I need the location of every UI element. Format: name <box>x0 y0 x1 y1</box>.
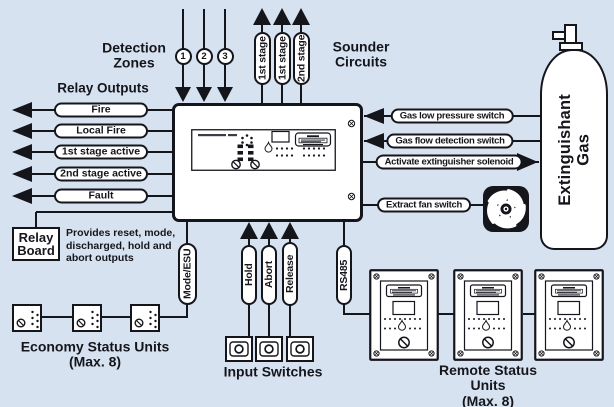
panel-flame-icon <box>264 140 273 153</box>
input-switch-box-hold <box>225 336 253 362</box>
economy-status-units-heading: Economy Status Units (Max. 8) <box>20 338 170 370</box>
abort-arrow <box>260 222 278 239</box>
economy-status-unit-2 <box>72 304 102 332</box>
solenoid-arrow <box>517 153 538 171</box>
sounder-arrow-1 <box>253 8 271 25</box>
panel-zone-leds <box>275 147 326 157</box>
rsu-connector-2 <box>523 312 535 316</box>
relay-board-box: Relay Board <box>12 227 60 261</box>
corner-screw-icons <box>373 273 435 357</box>
extract-fan-icon <box>483 186 529 232</box>
zone-circle-1: 1 <box>174 47 192 65</box>
detection-arrow-1 <box>175 87 191 102</box>
economy-status-unit-3 <box>130 304 160 332</box>
panel-screw-top-icon <box>347 119 356 128</box>
gas-flow-pill: Gas flow detection switch <box>386 133 514 149</box>
release-pill: Release <box>282 242 298 306</box>
sounder-pill-2: 1st stage <box>273 32 291 85</box>
abort-pill: Abort <box>261 245 277 305</box>
panel-keyswitch-icons <box>231 159 260 170</box>
relay-arrow-fault <box>12 188 32 204</box>
relay-outputs-heading: Relay Outputs <box>57 80 149 96</box>
esu-connector-1 <box>41 315 73 319</box>
rs485-pill: RS485 <box>336 245 352 305</box>
detection-arrow-3 <box>217 87 233 102</box>
hold-pill: Hold <box>241 245 257 305</box>
sounder-arrow-2 <box>273 8 291 25</box>
rs485-line-h <box>343 312 370 316</box>
esu-connector-2 <box>101 315 131 319</box>
input-switches-heading: Input Switches <box>223 363 323 380</box>
release-arrow <box>281 222 299 239</box>
gas-flow-arrow <box>364 133 384 149</box>
relay-pill-2nd-stage-active: 2nd stage active <box>54 166 148 182</box>
zone-number: 3 <box>222 50 228 62</box>
sounder-pill-1: 1st stage <box>253 32 271 85</box>
sounder-pill-3: 2nd stage <box>292 32 310 85</box>
remote-status-unit-3 <box>534 269 604 361</box>
solenoid-pill: Activate extinguisher solenoid <box>375 154 523 170</box>
input-switch-box-release <box>286 336 314 362</box>
relay-arrow-local-fire <box>12 123 32 139</box>
gas-cylinder-label: Extinguishant Gas <box>555 93 592 206</box>
gas-cylinder: Extinguishant Gas <box>540 49 608 250</box>
input-switch-box-abort <box>255 336 283 362</box>
panel-label-plate <box>294 132 332 147</box>
sounder-arrow-3 <box>292 8 310 25</box>
panel-fascia <box>191 129 336 171</box>
cylinder-valve-arm <box>552 31 566 40</box>
zone-number: 1 <box>180 50 186 62</box>
unit-label-plate <box>385 284 423 298</box>
remote-status-units-heading: Remote Status Units (Max. 8) <box>438 361 538 407</box>
remote-status-unit-2 <box>453 269 523 361</box>
panel-led-cluster <box>237 134 254 162</box>
mode-esu-pill: Mode/ESU <box>177 243 197 305</box>
relay-pill-fire: Fire <box>54 102 148 118</box>
remote-status-unit-1 <box>369 269 439 361</box>
relay-pill-1st-stage-active: 1st stage active <box>54 144 148 160</box>
zone-circle-3: 3 <box>216 47 234 65</box>
relay-arrow-2nd-stage <box>12 166 32 182</box>
relay-board-line-h <box>36 210 173 214</box>
detection-arrow-2 <box>196 87 212 102</box>
hold-arrow <box>240 222 258 239</box>
zone-number: 2 <box>201 50 207 62</box>
rsu-connector-1 <box>437 312 454 316</box>
unit-leds <box>384 318 421 330</box>
gas-low-pressure-pill: Gas low pressure switch <box>390 108 514 124</box>
panel-brand-text-bar <box>198 134 226 137</box>
sounder-circuits-heading: Sounder Circuits <box>332 38 390 70</box>
panel-display-window <box>271 130 290 143</box>
relay-board-line-v <box>34 212 38 228</box>
unit-display-window <box>392 300 416 316</box>
relay-pill-fault: Fault <box>54 188 148 204</box>
relay-pill-local-fire: Local Fire <box>54 123 148 139</box>
relay-arrow-1st-stage <box>12 144 32 160</box>
mode-esu-line-h <box>160 315 187 319</box>
panel-screw-bottom-icon <box>347 192 356 201</box>
relay-board-description: Provides reset, mode, discharged, hold a… <box>66 227 176 265</box>
gas-low-pressure-arrow <box>364 108 384 124</box>
economy-status-unit-1 <box>12 304 42 332</box>
control-panel <box>172 103 363 222</box>
unit-flame-icon <box>397 318 407 331</box>
extract-fan-pill: Extract fan switch <box>377 197 471 213</box>
relay-arrow-fire <box>12 102 32 118</box>
detection-zones-heading: Detection Zones <box>102 39 166 71</box>
zone-circle-2: 2 <box>195 47 213 65</box>
